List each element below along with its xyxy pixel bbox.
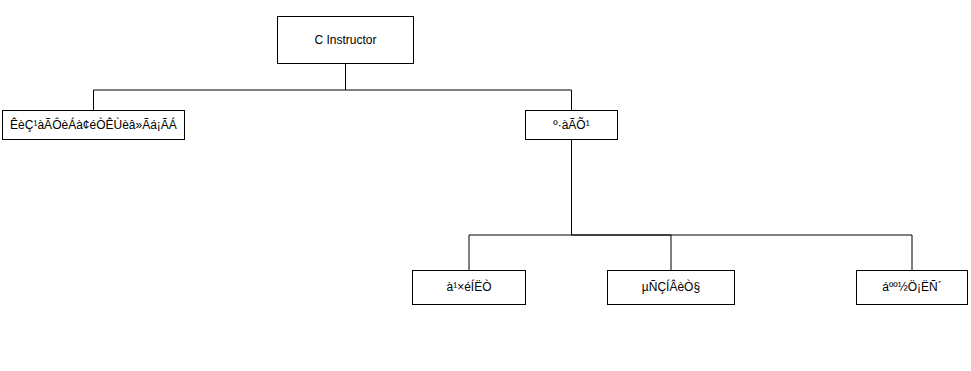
box-label: à¹×éÍËÒ bbox=[446, 280, 491, 294]
tree-connector bbox=[346, 64, 572, 110]
box-label: ÊèÇ¹àÃÔèÁà¢éÒÊÙèâ»Ãá¡ÃÁ bbox=[10, 118, 177, 132]
tree-connector bbox=[94, 64, 346, 110]
tree-connector bbox=[572, 140, 913, 270]
box-label: C Instructor bbox=[314, 33, 376, 47]
tree-box: C Instructor bbox=[277, 16, 414, 64]
box-label: áºº½Ö¡ËÑ´ bbox=[882, 280, 941, 294]
tree-connector bbox=[572, 140, 672, 270]
tree-box: ÊèÇ¹àÃÔèÁà¢éÒÊÙèâ»Ãá¡ÃÁ bbox=[2, 110, 185, 140]
tree-box: à¹×éÍËÒ bbox=[412, 270, 526, 305]
tree-box: º·àÃÕ¹ bbox=[525, 110, 618, 140]
tree-box: áºº½Ö¡ËÑ´ bbox=[856, 270, 968, 305]
tree-connector bbox=[469, 140, 572, 270]
tree-box: µÑÇÍÂèÒ§ bbox=[607, 270, 735, 305]
box-label: µÑÇÍÂèÒ§ bbox=[642, 280, 700, 294]
box-label: º·àÃÕ¹ bbox=[553, 118, 589, 132]
